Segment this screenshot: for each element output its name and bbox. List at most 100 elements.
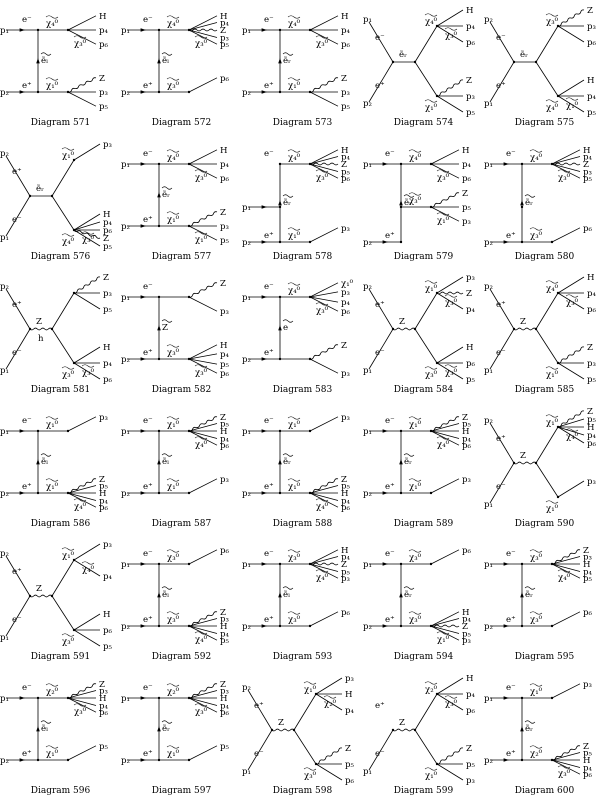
outgoing-line <box>430 549 460 565</box>
outgoing-momentum-label: p₄ <box>220 350 230 360</box>
tilde-mark <box>73 702 87 707</box>
electron-label: e⁻ <box>496 348 506 358</box>
outgoing-line <box>67 29 97 45</box>
tilde-mark <box>444 364 458 368</box>
fermion-arrow <box>157 725 161 731</box>
outgoing-line <box>188 29 218 38</box>
outgoing-momentum-label: p₃ <box>341 574 351 584</box>
outgoing-momentum-label: p₃ <box>587 22 597 32</box>
tilde-mark <box>194 702 208 707</box>
outgoing-line <box>430 422 460 431</box>
z-propagator <box>513 461 537 464</box>
outgoing-momentum-label: p₅ <box>583 748 593 758</box>
fermion-arrow <box>36 58 40 64</box>
tilde-mark <box>194 364 208 368</box>
propagator-label: ẽᵣ <box>162 189 170 200</box>
neutralino-label: χ₄⁰ <box>409 153 422 163</box>
neutralino-line <box>51 559 75 597</box>
tilde-mark <box>403 586 415 590</box>
outgoing-momentum-label: p₄ <box>587 431 597 441</box>
outgoing-momentum-label: p₃ <box>341 369 351 379</box>
neutralino-label: χ₁⁰ <box>425 284 438 294</box>
outgoing-line <box>309 492 339 501</box>
outgoing-momentum-label: p₃ <box>341 88 351 98</box>
neutralino-label: χ₁⁰ <box>167 215 180 225</box>
tilde-mark <box>408 148 422 153</box>
diagram-caption: Diagram 599 <box>393 785 454 796</box>
outgoing-momentum-label: p₅ <box>466 108 476 118</box>
incoming-momentum-label: p₂ <box>0 88 9 98</box>
outgoing-line <box>315 677 343 694</box>
incoming-momentum-label: p₁ <box>484 500 493 510</box>
tilde-mark <box>166 15 180 19</box>
diagram-caption: Diagram 587 <box>151 518 212 529</box>
outgoing-line <box>188 430 218 446</box>
fermion-arrow <box>503 562 509 566</box>
propagator-label: ẽᵣ <box>525 589 533 600</box>
boson-label: H <box>103 610 111 620</box>
outgoing-momentum-label: p₃ <box>99 686 109 696</box>
diagram-caption: Diagram 575 <box>514 118 575 128</box>
tilde-mark <box>529 682 543 687</box>
outgoing-momentum-label: p₅ <box>103 242 113 252</box>
boson-label: Z <box>583 160 589 170</box>
incoming-line <box>368 328 394 370</box>
neutralino-label: χ₄⁰ <box>62 237 75 247</box>
z-boson-line <box>188 282 218 298</box>
incoming-momentum-label: p₂ <box>484 282 493 292</box>
tilde-mark <box>282 586 294 590</box>
diagram-caption: Diagram 571 <box>30 118 91 128</box>
boson-label: Z <box>587 343 593 353</box>
electron-label: e⁻ <box>375 348 385 358</box>
neutralino-label: χ₄⁰ <box>288 286 301 296</box>
higgs-line <box>309 148 339 164</box>
fermion-arrow <box>382 239 388 244</box>
boson-label: H <box>587 423 595 433</box>
tilde-mark <box>61 146 75 151</box>
fermion-arrow <box>382 428 388 433</box>
electron-label: e⁺ <box>496 81 506 91</box>
diagram-caption: Diagram 581 <box>30 385 91 395</box>
fermion-arrow <box>19 28 25 32</box>
outgoing-momentum-label: p₆ <box>583 223 593 233</box>
boson-label: Z <box>103 273 109 283</box>
fermion-arrow <box>140 295 146 299</box>
z-boson-line <box>188 611 218 627</box>
outgoing-line <box>188 422 218 431</box>
neutralino-line <box>535 25 559 63</box>
tilde-mark <box>61 547 75 551</box>
propagator-label: ẽᵣ <box>36 183 44 194</box>
fermion-arrow <box>278 58 282 64</box>
z-boson-line <box>188 682 218 699</box>
electron-label: e⁻ <box>264 282 274 292</box>
neutralino-label: χ₂⁰ <box>530 749 543 759</box>
tilde-mark <box>524 586 536 590</box>
neutralino-label: χ₂⁰ <box>46 687 59 697</box>
outgoing-momentum-label: p₆ <box>220 174 230 184</box>
electron-label: e⁻ <box>22 683 32 693</box>
tilde-mark <box>424 680 438 685</box>
outgoing-momentum-label: p₄ <box>103 572 113 582</box>
fermion-arrow <box>19 695 25 700</box>
outgoing-line <box>188 697 218 706</box>
tilde-mark <box>444 694 458 699</box>
incoming-line <box>5 155 31 196</box>
outgoing-momentum-label: p₆ <box>220 546 230 556</box>
boson-label: Z <box>103 234 109 244</box>
outgoing-momentum-label: p₆ <box>341 503 351 513</box>
tilde-mark <box>529 226 543 231</box>
tilde-mark <box>45 744 59 749</box>
tilde-mark <box>161 586 173 590</box>
neutralino-label: χ₃⁰ <box>82 368 95 378</box>
fermion-arrow <box>261 562 267 566</box>
fermion-arrow <box>399 592 403 598</box>
propagator-label: ẽₗ <box>162 55 169 66</box>
outgoing-line <box>73 543 101 561</box>
tilde-mark <box>61 232 75 237</box>
